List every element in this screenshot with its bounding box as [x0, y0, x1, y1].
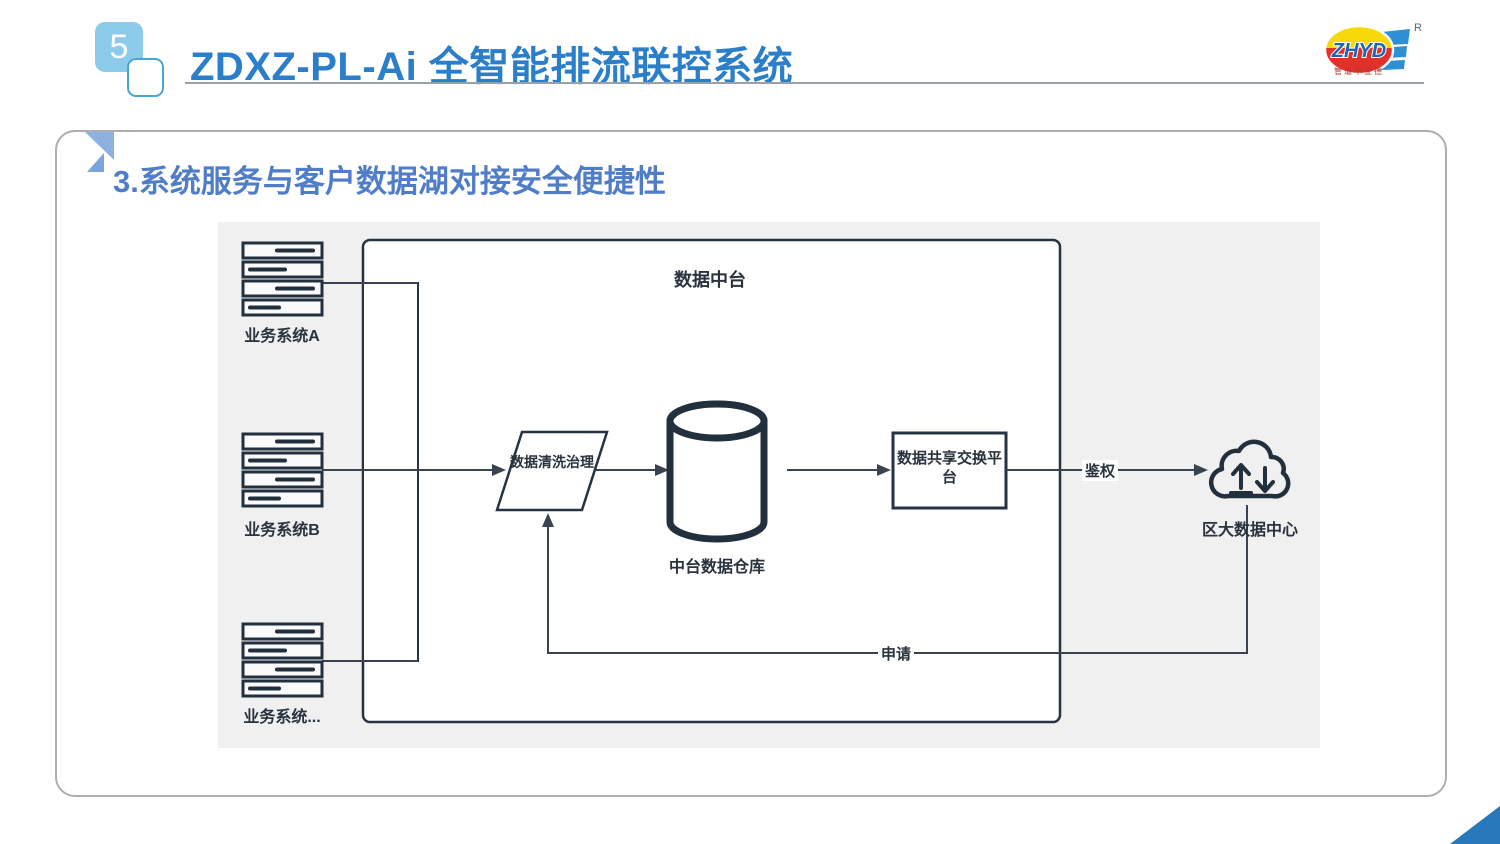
collector-bar [362, 282, 419, 662]
logo-graphic: ZHYD [1323, 24, 1410, 76]
cloud-icon [1208, 439, 1291, 499]
server-b-label: 业务系统B [244, 522, 320, 539]
cleaning-parallelogram [495, 430, 609, 512]
page-number-badge: 5 [95, 22, 143, 72]
warehouse-cylinder [666, 400, 768, 543]
server-icon-a [241, 241, 324, 317]
header-divider [185, 82, 1424, 84]
platform-label: 数据中台 [674, 270, 746, 290]
corner-arrow-decoration [85, 132, 114, 172]
logo-subtext: 管道中亚德 [1334, 67, 1384, 76]
server-connectors [322, 282, 493, 662]
diagram-canvas: 数据中台 业务系统A 业务系统B 业务系统... 数据清洗治理 中台数据仓库 数… [218, 222, 1320, 748]
arrowhead-to-cleaning [492, 464, 506, 476]
warehouse-label: 中台数据仓库 [668, 559, 765, 576]
cloud-down-arrow [1253, 466, 1277, 498]
company-logo: ZHYD R 管道中亚德 [1318, 18, 1428, 82]
arrowhead-to-warehouse [655, 464, 669, 476]
registered-mark: R [1414, 22, 1422, 34]
cloud-label: 区大数据中心 [1201, 522, 1298, 539]
page-title: ZDXZ-PL-Ai 全智能排流联控系统 [190, 45, 794, 89]
auth-edge-label: 鉴权 [1082, 460, 1119, 481]
arrowhead-to-cloud [1194, 464, 1208, 476]
arrowhead-to-exchange [877, 464, 891, 476]
cleaning-label: 数据清洗治理 [510, 454, 594, 470]
logo-text: ZHYD [1331, 40, 1386, 62]
section-title: 3.系统服务与客户数据湖对接安全便捷性 [113, 164, 666, 199]
apply-edge-label: 申请 [878, 643, 915, 664]
exchange-label: 数据共享交换平台 [896, 450, 1002, 486]
server-icon-b [241, 432, 324, 508]
server-icon-c [241, 622, 324, 698]
logo-ellipse [1323, 24, 1395, 76]
server-a-label: 业务系统A [244, 328, 320, 345]
badge-outline-decoration [127, 58, 164, 97]
cloud-up-arrow [1229, 463, 1253, 495]
corner-triangle-decoration [1450, 806, 1500, 844]
server-c-label: 业务系统... [243, 709, 321, 726]
arrowhead-to-cleaning-bottom [542, 513, 554, 527]
diagram-shapes [241, 238, 1291, 724]
